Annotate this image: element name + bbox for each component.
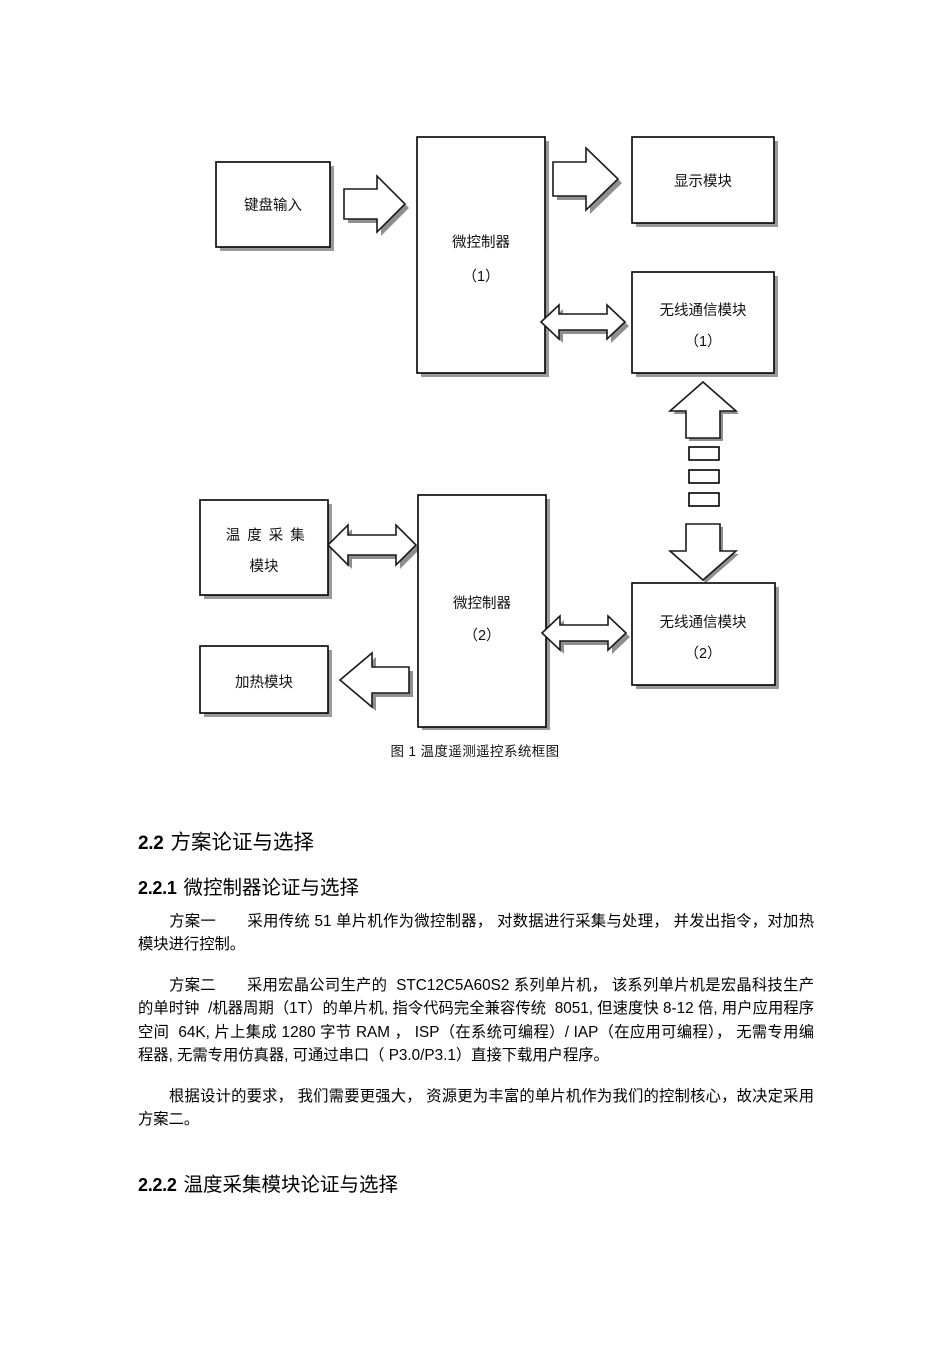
arrow-mcu1-to-display xyxy=(552,146,622,214)
block-wireless-module-2-index: （2） xyxy=(684,645,721,662)
paragraph-scheme-two: 方案二 采用宏晶公司生产的 STC12C5A60S2 系列单片机， 该系列单片机… xyxy=(138,976,814,1065)
section-title-2-2-2: 温度采集模块论证与选择 xyxy=(183,1173,399,1196)
block-display-module: 显示模块 xyxy=(631,136,778,227)
block-heating-module-label: 加热模块 xyxy=(235,674,293,691)
block-display-module-label: 显示模块 xyxy=(674,173,732,190)
wireless-link-signal-bars xyxy=(688,446,720,507)
block-keyboard-input-label: 键盘输入 xyxy=(244,196,302,214)
section-heading-2-2-2: 2.2.2 温度采集模块论证与选择 xyxy=(138,1172,814,1199)
block-wireless-module-1: 无线通信模块 （1） xyxy=(631,271,778,377)
arrow-mcu2-to-heating xyxy=(338,651,413,711)
block-temperature-acquisition-label-1: 温 度 采 集 xyxy=(226,527,307,544)
section-title-2-2-1: 微控制器论证与选择 xyxy=(183,877,360,899)
arrow-temp-mcu2 xyxy=(326,523,420,569)
block-mcu-1-label: 微控制器 xyxy=(452,234,510,251)
wireless-link-down-arrow xyxy=(667,523,739,583)
section-number-2-2: 2.2 xyxy=(138,833,164,854)
document-body: 2.2 方案论证与选择 2.2.1 微控制器论证与选择 方案一 采用传统 51 单片… xyxy=(138,795,814,1198)
arrow-keyboard-to-mcu1 xyxy=(343,174,409,236)
section-number-2-2-1: 2.2.1 xyxy=(138,878,177,898)
arrow-mcu2-wireless2 xyxy=(540,614,630,654)
block-keyboard-input: 键盘输入 xyxy=(215,161,334,251)
block-wireless-module-1-index: （1） xyxy=(684,333,721,350)
figure-caption: 图 1 温度遥测遥控系统框图 xyxy=(390,744,560,759)
section-title-2-2: 方案论证与选择 xyxy=(170,831,315,854)
block-mcu-1-index: （1） xyxy=(462,268,499,285)
arrow-mcu1-wireless1 xyxy=(539,303,629,343)
block-temperature-acquisition-module: 温 度 采 集 模块 xyxy=(199,499,332,599)
block-mcu-2-label: 微控制器 xyxy=(453,595,511,612)
block-wireless-module-2: 无线通信模块 （2） xyxy=(631,582,779,689)
paragraph-conclusion: 根据设计的要求， 我们需要更强大， 资源更为丰富的单片机作为我们的控制核心，故决… xyxy=(138,1087,814,1129)
section-heading-2-2: 2.2 方案论证与选择 xyxy=(138,829,814,857)
paragraph-scheme-one: 方案一 采用传统 51 单片机作为微控制器， 对数据进行采集与处理， 并发出指令… xyxy=(138,912,814,954)
section-heading-2-2-1: 2.2.1 微控制器论证与选择 xyxy=(138,875,814,902)
block-mcu-1: 微控制器 （1） xyxy=(416,136,549,377)
block-mcu-2-index: （2） xyxy=(463,627,500,644)
block-mcu-2: 微控制器 （2） xyxy=(417,494,550,730)
block-temperature-acquisition-label-2: 模块 xyxy=(250,558,279,575)
block-heating-module: 加热模块 xyxy=(199,645,332,717)
system-block-diagram: .bx { fill:#ffffff; stroke:#000000; stro… xyxy=(199,136,779,730)
section-number-2-2-2: 2.2.2 xyxy=(138,1174,177,1195)
block-wireless-module-1-label: 无线通信模块 xyxy=(660,302,747,319)
block-wireless-module-2-label: 无线通信模块 xyxy=(660,614,747,631)
wireless-link-up-arrow xyxy=(667,380,739,441)
